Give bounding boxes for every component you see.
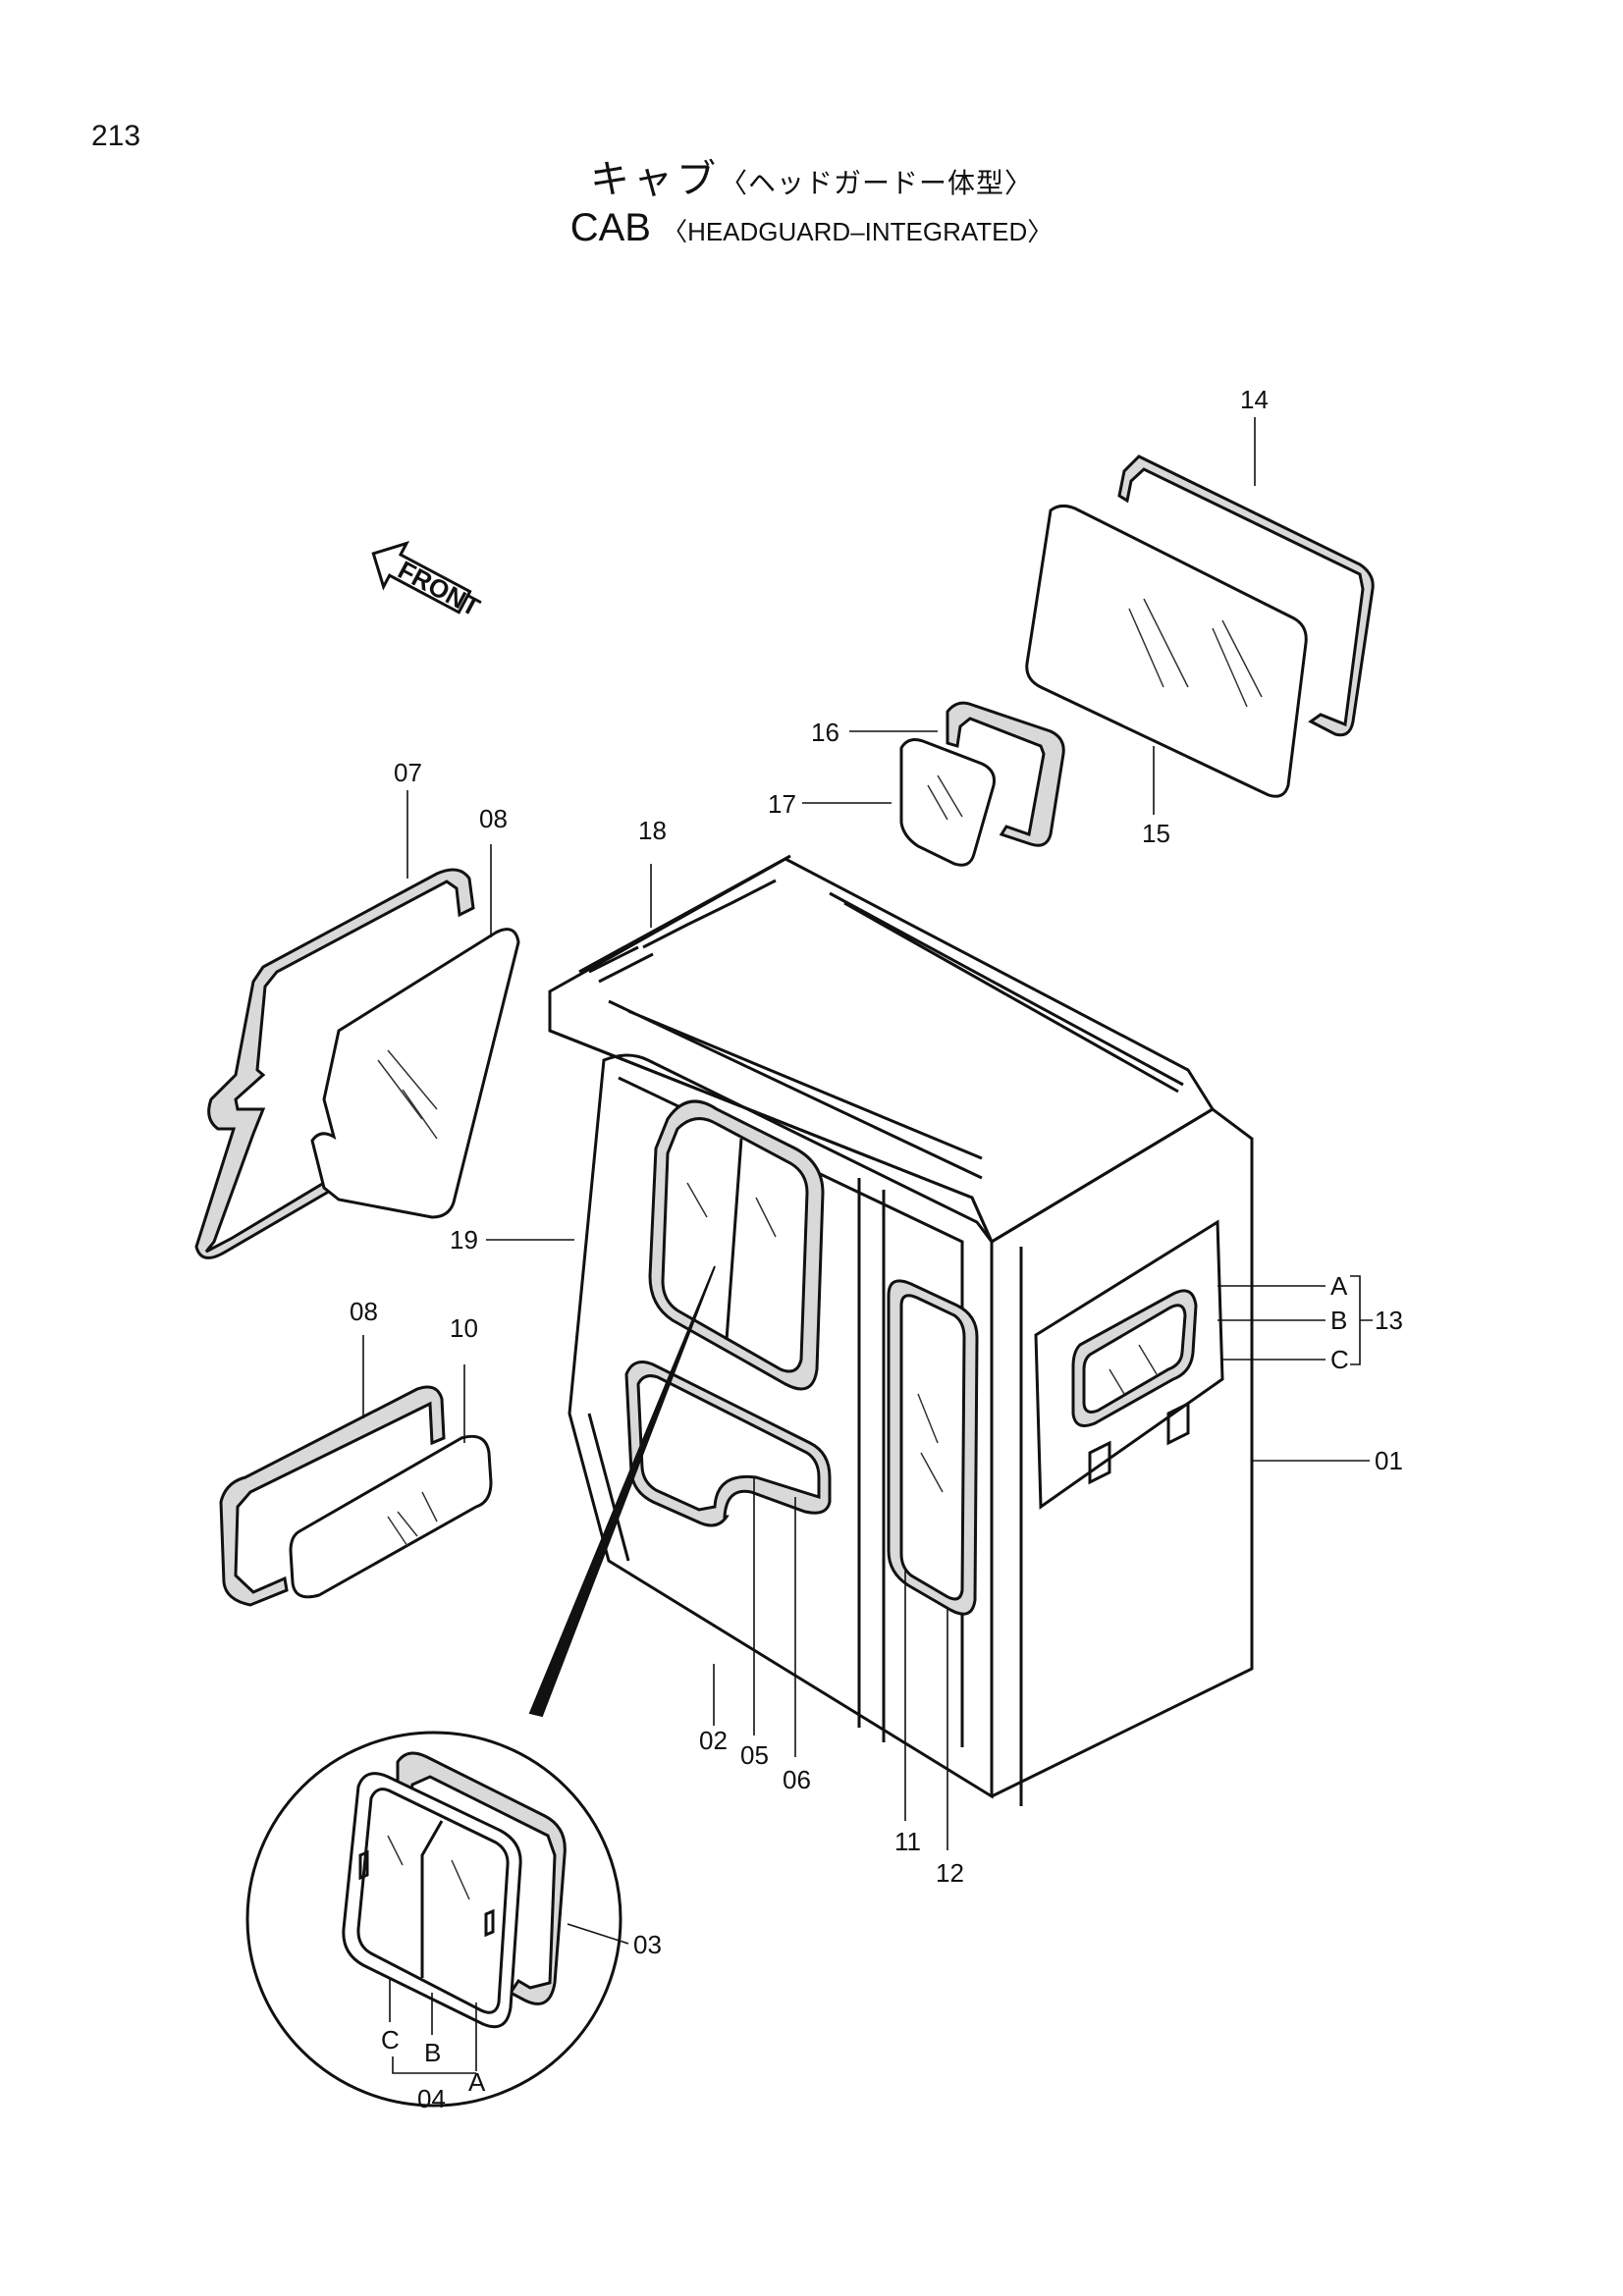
small-window-assembly [899,701,1065,867]
label-18: 18 [638,816,667,845]
label-08-lower: 08 [350,1297,378,1326]
seal-03 [396,1751,567,2005]
title-en-main: CAB [569,206,651,249]
label-15: 15 [1142,819,1170,848]
front-arrow-label: FRONT [394,555,485,622]
title-jp-main: キャブ [589,158,720,201]
part-labels: 14 15 16 17 07 08 18 19 08 10 02 05 06 1… [350,385,1403,2113]
lower-window-assembly [219,1385,493,1607]
label-13-c: C [1330,1345,1349,1374]
label-04-a: A [468,2067,486,2097]
glass-15 [1025,504,1308,798]
title-japanese: キャブ〈ヘッドガードー体型〉 [0,147,1623,204]
label-03: 03 [633,1930,662,1959]
label-13: 13 [1375,1306,1403,1335]
label-10: 10 [450,1313,478,1343]
label-17: 17 [768,789,796,819]
label-08-upper: 08 [479,804,508,833]
label-07: 07 [394,758,422,787]
cab-roof-18 [548,857,1216,1245]
cab-body [548,854,1254,1806]
callout-leader [528,1265,716,1718]
label-04-b: B [424,2038,441,2067]
glass-08-upper [310,928,520,1219]
detail-circle [245,1731,622,2108]
door-upper-window-assembly [194,868,520,1259]
label-19: 19 [450,1225,478,1255]
rear-window-assembly [1025,454,1375,798]
label-05: 05 [740,1740,769,1770]
glass-10 [289,1434,493,1599]
front-arrow: FRONT [371,541,485,622]
title-english: CAB 〈HEADGUARD–INTEGRATED〉 [0,206,1623,250]
title-en-subtitle: 〈HEADGUARD–INTEGRATED〉 [662,217,1054,246]
cab-door-frame-19 [568,1053,994,1799]
glass-17 [899,738,996,867]
label-12: 12 [936,1858,964,1888]
label-14: 14 [1240,385,1269,414]
page-number: 213 [91,120,141,152]
seal-08-lower [219,1385,446,1607]
seal-14 [1117,454,1375,737]
seal-16 [946,701,1065,847]
label-01: 01 [1375,1446,1403,1475]
label-11: 11 [894,1827,921,1856]
label-06: 06 [783,1765,811,1794]
side-window-glass-12 [899,1294,966,1601]
label-13-b: B [1330,1306,1347,1335]
label-04: 04 [417,2084,446,2113]
seal-07 [194,868,475,1259]
title-jp-subtitle: 〈ヘッドガードー体型〉 [719,168,1033,198]
label-02: 02 [699,1726,728,1755]
leader-lines [362,417,1373,2074]
label-16: 16 [811,718,839,747]
label-04-c: C [381,2025,400,2055]
label-13-a: A [1330,1271,1348,1301]
